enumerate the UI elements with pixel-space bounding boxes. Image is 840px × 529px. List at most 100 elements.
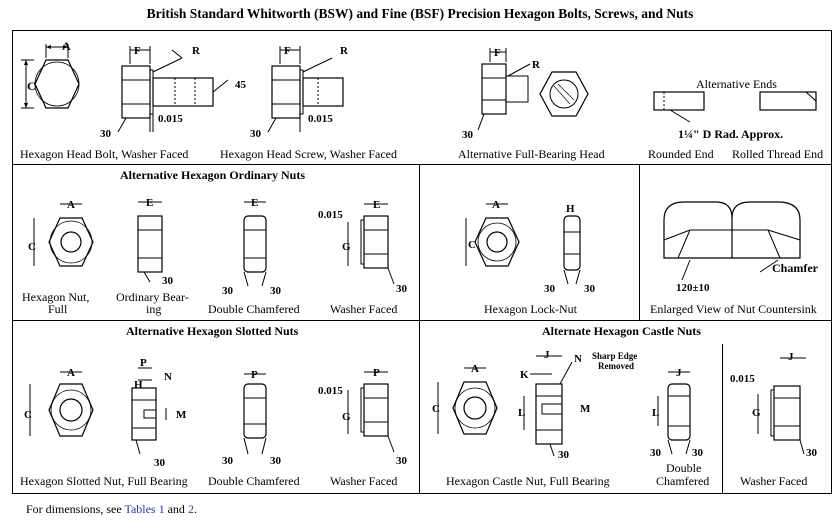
svg-text:C: C	[432, 403, 440, 415]
angle-30-label: 30	[250, 128, 262, 140]
enlarged-countersink-view	[663, 201, 801, 281]
caption-castle-full: Hexagon Castle Nut, Full Bearing	[446, 474, 610, 488]
svg-text:0.015: 0.015	[730, 373, 755, 385]
castle-washer-faced-view: 0.015 J G 30	[730, 351, 818, 459]
caption-rolled-end: Rolled Thread End	[732, 147, 824, 161]
dim-C-label: C	[27, 79, 36, 93]
caption-castle-double-1: Double	[666, 461, 702, 475]
svg-text:G: G	[752, 407, 761, 419]
section-ordinary-nuts: Alternative Hexagon Ordinary Nuts	[120, 168, 305, 182]
svg-text:30: 30	[692, 447, 704, 459]
caption-double-chamfered: Double Chamfered	[208, 302, 300, 316]
footer-prefix: For dimensions, see	[26, 502, 125, 516]
footer-and: and	[164, 502, 188, 516]
caption-double-chamfered-2: Double Chamfered	[208, 474, 300, 488]
svg-text:N: N	[574, 353, 582, 365]
svg-text:0.015: 0.015	[318, 385, 343, 397]
washer-faced-nut-view: 0.015 E G 30	[318, 199, 408, 295]
col-divider-2	[639, 164, 640, 320]
footer-suffix: .	[193, 502, 197, 516]
caption-enlarged: Enlarged View of Nut Countersink	[650, 302, 817, 316]
svg-text:H: H	[566, 203, 575, 215]
section-slotted-nuts: Alternative Hexagon Slotted Nuts	[126, 324, 299, 338]
table-1-link[interactable]: 1	[158, 502, 165, 516]
alternative-ends-view	[653, 91, 817, 123]
svg-text:K: K	[520, 369, 529, 381]
svg-text:A: A	[471, 363, 479, 375]
sharp-edge-label-1: Sharp Edge	[592, 351, 638, 361]
angle-30-label: 30	[462, 129, 474, 141]
rad-approx-label: 1¼" D Rad. Approx.	[678, 127, 784, 141]
svg-text:30: 30	[584, 283, 596, 295]
svg-text:J: J	[544, 349, 550, 361]
caption-castle-washer: Washer Faced	[740, 474, 808, 488]
caption-castle-double-2: Chamfered	[656, 474, 710, 488]
ordinary-bearing-nut-view: E 30	[137, 197, 174, 287]
svg-text:C: C	[24, 409, 32, 421]
svg-text:P: P	[373, 367, 380, 379]
svg-text:30: 30	[650, 447, 662, 459]
dim-F-label: F	[134, 45, 141, 57]
svg-text:L: L	[518, 407, 525, 419]
slotted-double-chamfered-view: P 30 30	[222, 369, 282, 467]
svg-text:L: L	[652, 407, 659, 419]
hex-nut-plan-view: A C	[28, 199, 94, 267]
row-divider-2	[12, 320, 832, 321]
svg-text:30: 30	[222, 455, 234, 467]
svg-text:P: P	[140, 357, 147, 369]
table-2-link[interactable]: 2	[187, 502, 194, 516]
slotted-washer-faced-view: 0.015 P G 30	[318, 367, 408, 467]
svg-text:M: M	[580, 403, 591, 415]
caption-slotted-full: Hexagon Slotted Nut, Full Bearing	[20, 474, 188, 488]
svg-text:30: 30	[806, 447, 818, 459]
svg-text:30: 30	[154, 457, 166, 469]
svg-text:G: G	[342, 411, 351, 423]
footer-note: For dimensions, see Tables 1 and 2.	[26, 502, 197, 517]
caption-screw: Hexagon Head Screw, Washer Faced	[220, 147, 397, 161]
angle-30-label: 30	[100, 128, 112, 140]
svg-text:30: 30	[396, 455, 408, 467]
dim-R-label: R	[340, 45, 349, 57]
dim-R-label: R	[192, 45, 201, 57]
svg-text:30: 30	[270, 455, 282, 467]
svg-text:P: P	[251, 369, 258, 381]
caption-rounded-end: Rounded End	[648, 147, 714, 161]
svg-text:E: E	[373, 199, 380, 211]
svg-text:30: 30	[544, 283, 556, 295]
svg-text:E: E	[146, 197, 153, 209]
offset-label: 0.015	[158, 113, 183, 125]
svg-text:30: 30	[162, 275, 174, 287]
dim-R-label: R	[532, 59, 541, 71]
svg-text:M: M	[176, 409, 187, 421]
tables-link[interactable]: Tables	[124, 502, 156, 516]
section-castle-nuts: Alternate Hexagon Castle Nuts	[542, 324, 701, 338]
row-divider-1	[12, 164, 832, 165]
svg-text:N: N	[164, 371, 172, 383]
castle-nut-side-view: J N K L M 30	[518, 349, 591, 461]
svg-text:30: 30	[396, 283, 408, 295]
slotted-nut-plan-view: A C	[24, 367, 94, 437]
angle-120-label: 120±10	[676, 282, 710, 294]
slotted-nut-side-view: P H N M 30	[131, 357, 187, 469]
svg-text:A: A	[67, 199, 75, 211]
svg-text:C: C	[468, 239, 476, 251]
diagram-frame	[12, 30, 832, 494]
bolt-side-view: F R 45 30 0.015	[100, 45, 247, 140]
sharp-edge-label-2: Removed	[598, 361, 634, 371]
page-title: British Standard Whitworth (BSW) and Fin…	[146, 6, 694, 21]
svg-text:30: 30	[558, 449, 570, 461]
caption-bolt: Hexagon Head Bolt, Washer Faced	[20, 147, 189, 161]
caption-full-bearing: Alternative Full-Bearing Head	[458, 147, 605, 161]
dim-A-label: A	[62, 39, 71, 53]
full-bearing-head-view: F R 30	[462, 47, 589, 141]
bolt-head-plan-view: A C	[21, 39, 80, 109]
svg-text:J: J	[788, 351, 794, 363]
caption-ordinary-1: Ordinary Bear-	[116, 290, 189, 304]
col-divider-1	[419, 164, 420, 494]
caption-ordinary-2: ing	[146, 302, 162, 316]
svg-text:A: A	[67, 367, 75, 379]
dim-F-label: F	[494, 47, 501, 59]
